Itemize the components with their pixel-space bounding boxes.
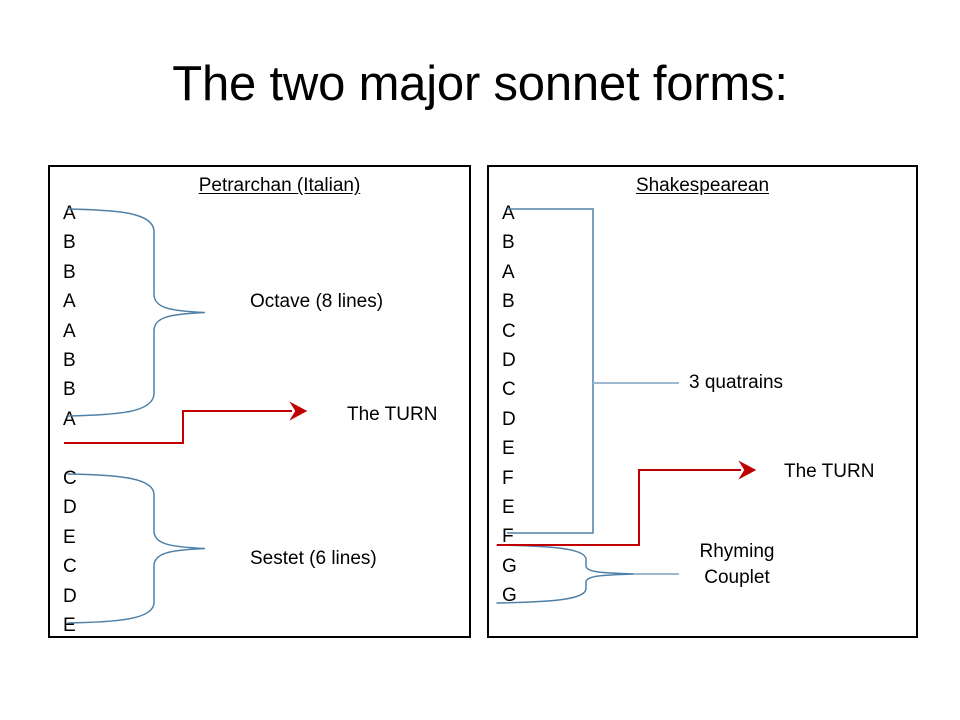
rhyme-letter: B [63, 349, 76, 371]
turn-arrow-left-icon [64, 410, 292, 444]
rhyme-letter: A [502, 261, 515, 283]
rhyme-letter: G [502, 555, 517, 577]
couplet-brace-icon [496, 544, 635, 604]
rhyme-letter: D [63, 497, 77, 519]
label-rhyming-couplet-line1: Rhyming [699, 541, 775, 562]
rhyme-letter: F [502, 467, 514, 489]
rhyme-letter: D [502, 349, 516, 371]
page-title: The two major sonnet forms: [172, 57, 788, 111]
rhyme-letter: A [63, 408, 76, 430]
rhyme-letter: B [502, 291, 515, 313]
label-octave: Octave (8 lines) [250, 291, 384, 312]
rhyme-letter: C [63, 556, 77, 578]
rhyme-letter: F [502, 526, 514, 548]
panel-heading-petrarchan: Petrarchan (Italian) [198, 175, 361, 196]
rhyme-letter: E [502, 438, 515, 460]
turn-arrowhead-right-icon [738, 460, 757, 480]
rhyme-letter: B [63, 261, 76, 283]
rhyme-letter: B [502, 232, 515, 254]
turn-arrow-right-icon [497, 469, 741, 546]
rhyme-letter: D [63, 585, 77, 607]
rhyme-letter: G [502, 585, 517, 607]
panel-petrarchan: Petrarchan (Italian) A B B A A B B A C D… [48, 165, 471, 638]
panel-shakespearean: Shakespearean A B A B C D C D E F E F G … [487, 165, 918, 638]
octave-brace-icon [67, 208, 206, 417]
rhyme-letter: C [63, 468, 77, 489]
rhyme-letter: E [502, 496, 515, 518]
rhyme-column-shakespearean: A B A B C D C D E F E F G G [502, 199, 517, 610]
rhyme-letter: E [63, 526, 76, 548]
rhyme-letter: C [502, 379, 516, 401]
turn-arrowhead-left-icon [289, 401, 308, 421]
rhyme-letter: B [63, 232, 76, 254]
label-quatrains: 3 quatrains [689, 372, 784, 393]
rhyme-column-octave: A B B A A B B A [63, 199, 76, 434]
panel-heading-shakespearean: Shakespearean [635, 175, 770, 196]
sestet-brace-icon [67, 473, 206, 624]
rhyme-letter: A [63, 320, 76, 342]
label-turn-shakespearean: The TURN [784, 461, 875, 482]
rhyme-letter: A [502, 203, 515, 224]
rhyme-letter: A [63, 203, 76, 224]
quatrains-bracket-icon [507, 208, 594, 534]
label-rhyming-couplet: Rhyming Couplet [667, 539, 807, 591]
rhyme-letter: A [63, 291, 76, 313]
label-sestet: Sestet (6 lines) [250, 548, 377, 569]
rhyme-letter: B [63, 379, 76, 401]
rhyme-column-sestet: C D E C D E [63, 464, 77, 640]
rhyme-letter: E [63, 614, 76, 636]
label-rhyming-couplet-line2: Couplet [704, 567, 770, 588]
rhyme-letter: C [502, 320, 516, 342]
rhyme-letter: D [502, 408, 516, 430]
label-turn-petrarchan: The TURN [347, 404, 438, 425]
